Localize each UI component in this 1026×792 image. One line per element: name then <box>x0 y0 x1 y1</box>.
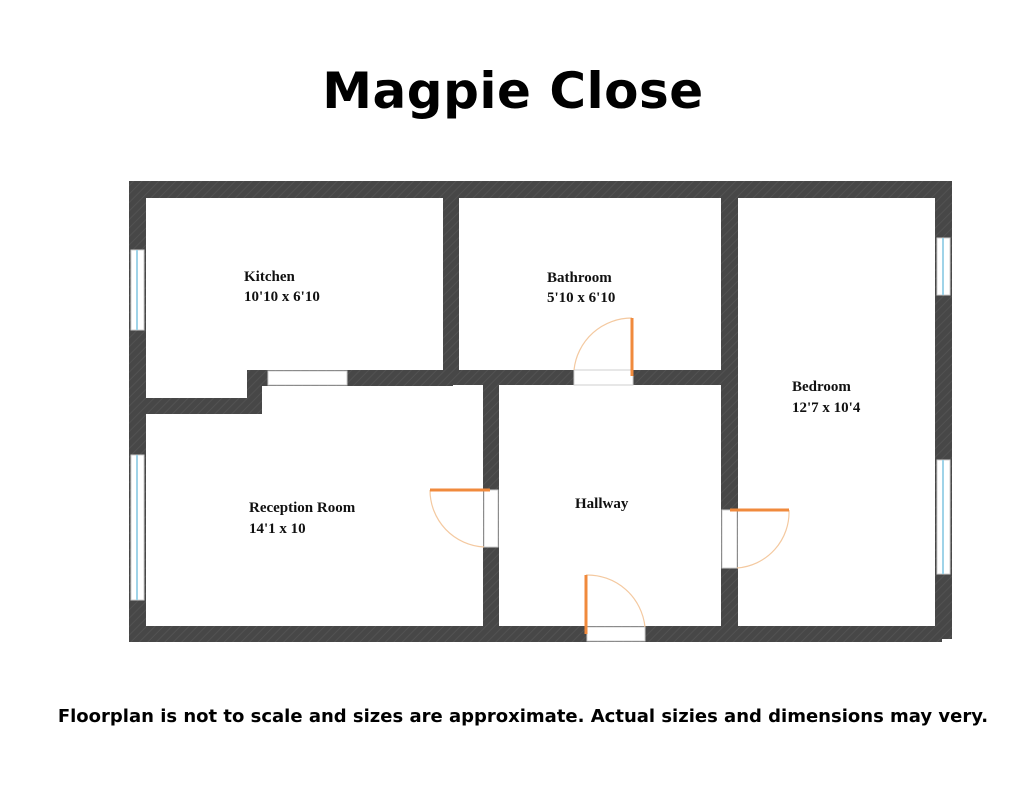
opening-front-door <box>586 626 646 642</box>
wall-bottom <box>129 626 942 642</box>
room-name-reception: Reception Room <box>249 500 356 516</box>
door-front <box>584 574 646 634</box>
door-bathroom <box>573 317 634 376</box>
disclaimer: Floorplan is not to scale and sizes are … <box>57 706 989 727</box>
room-dim-bathroom: 5'10 x 6'10 <box>547 290 615 306</box>
room-name-bedroom: Bedroom <box>792 379 851 395</box>
room-name-bathroom: Bathroom <box>547 270 612 286</box>
wall-top <box>129 181 952 198</box>
windows <box>130 237 951 601</box>
plan-title: Magpie Close <box>322 62 704 120</box>
room-dim-kitchen: 10'10 x 6'10 <box>244 289 320 305</box>
room-name-hallway: Hallway <box>575 496 629 512</box>
room-dim-bedroom: 12'7 x 10'4 <box>792 400 861 416</box>
room-name-kitchen: Kitchen <box>244 269 295 285</box>
wall-kitchen-bathroom <box>443 198 459 383</box>
opening-bedroom-door <box>721 509 738 569</box>
room-dim-reception: 14'1 x 10 <box>249 521 306 537</box>
room-labels: Kitchen 10'10 x 6'10 Bathroom 5'10 x 6'1… <box>244 269 861 537</box>
door-bedroom <box>730 508 790 569</box>
openings <box>267 369 738 642</box>
wall-kitchen-bottom <box>146 398 262 414</box>
doors <box>429 317 790 634</box>
door-reception <box>429 488 490 548</box>
opening-kitchen-reception <box>267 370 348 386</box>
opening-reception-door <box>483 489 499 548</box>
opening-bathroom-door <box>573 369 634 386</box>
